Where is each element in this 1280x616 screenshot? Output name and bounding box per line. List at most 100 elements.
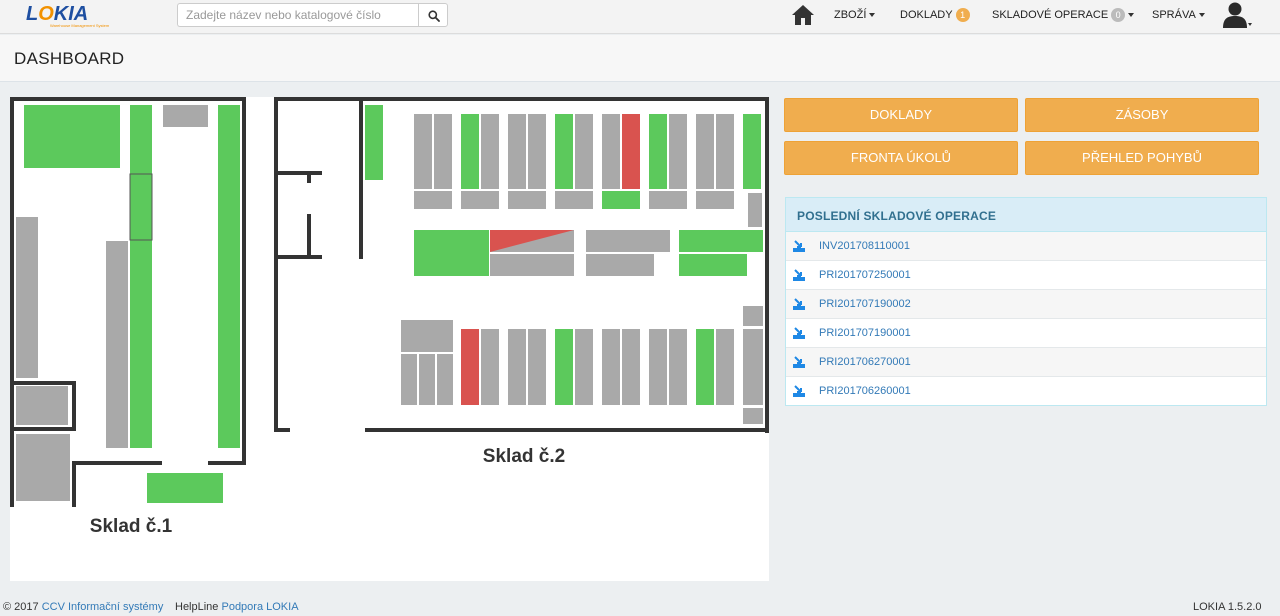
rack[interactable] (16, 386, 68, 425)
rack[interactable] (743, 329, 763, 405)
operation-link[interactable]: PRI201706260001 (819, 385, 911, 397)
rack[interactable] (414, 230, 489, 276)
rack[interactable] (461, 191, 499, 209)
operation-row[interactable]: INV201708110001 (786, 232, 1266, 261)
warehouse-map: Sklad č.1 (10, 97, 769, 581)
rack[interactable] (508, 329, 526, 405)
rack[interactable] (481, 114, 499, 189)
logo-text: LOKIA (26, 3, 89, 25)
warehouse-1-walls (10, 97, 246, 507)
rack[interactable] (106, 241, 128, 448)
rack[interactable] (461, 114, 479, 189)
rack[interactable] (437, 354, 453, 405)
rack[interactable] (669, 114, 687, 189)
operation-link[interactable]: PRI201707190002 (819, 298, 911, 310)
home-icon[interactable] (791, 4, 815, 26)
fronta-ukolu-button[interactable]: FRONTA ÚKOLŮ (784, 141, 1018, 175)
operation-link[interactable]: INV201708110001 (819, 240, 910, 252)
operation-row[interactable]: PRI201707190002 (786, 290, 1266, 319)
helpline-label: HelpLine (175, 601, 219, 613)
rack[interactable] (555, 191, 593, 209)
rack[interactable] (602, 329, 620, 405)
rack[interactable] (16, 434, 70, 501)
rack[interactable] (414, 191, 452, 209)
rack[interactable] (434, 114, 452, 189)
operation-row[interactable]: PRI201706260001 (786, 377, 1266, 406)
rack-critical[interactable] (490, 230, 574, 252)
rack[interactable] (16, 217, 38, 378)
recent-operations-panel: POSLEDNÍ SKLADOVÉ OPERACE INV20170811000… (785, 197, 1267, 406)
rack[interactable] (586, 254, 654, 276)
rack[interactable] (129, 173, 153, 241)
panel-heading: POSLEDNÍ SKLADOVÉ OPERACE (786, 198, 1266, 232)
rack[interactable] (461, 329, 479, 405)
rack[interactable] (716, 114, 734, 189)
rack[interactable] (508, 114, 526, 189)
nav-sprava-label: SPRÁVA (1152, 9, 1196, 21)
support-link[interactable]: Podpora LOKIA (221, 601, 299, 613)
rack[interactable] (679, 254, 747, 276)
rack[interactable] (649, 191, 687, 209)
lokia-logo[interactable]: LOKIA Warehouse Management System (24, 3, 109, 31)
rack[interactable] (147, 473, 223, 503)
zasoby-button[interactable]: ZÁSOBY (1025, 98, 1259, 132)
rack[interactable] (743, 408, 763, 424)
operation-row[interactable]: PRI201707190001 (786, 319, 1266, 348)
rack[interactable] (528, 329, 546, 405)
search-input[interactable] (177, 3, 418, 27)
rack[interactable] (490, 254, 574, 276)
rack[interactable] (602, 191, 640, 209)
prehled-pohybu-button[interactable]: PŘEHLED POHYBŮ (1025, 141, 1259, 175)
rack[interactable] (481, 329, 499, 405)
rack[interactable] (602, 114, 620, 189)
rack[interactable] (649, 329, 667, 405)
rack[interactable] (748, 193, 762, 227)
nav-sprava[interactable]: SPRÁVA (1152, 0, 1205, 30)
rack[interactable] (401, 320, 453, 352)
company-link[interactable]: CCV Informační systémy (41, 601, 164, 613)
rack[interactable] (743, 114, 761, 189)
rack[interactable] (575, 114, 593, 189)
search-button[interactable] (418, 3, 448, 27)
user-avatar-icon[interactable] (1222, 1, 1252, 29)
operation-row[interactable]: PRI201707250001 (786, 261, 1266, 290)
rack[interactable] (649, 114, 667, 189)
rack[interactable] (528, 114, 546, 189)
rack[interactable] (163, 105, 208, 127)
rack[interactable] (716, 329, 734, 405)
warehouse-operation-icon (793, 356, 805, 368)
rack[interactable] (696, 329, 714, 405)
rack[interactable] (575, 329, 593, 405)
warehouse-1-label: Sklad č.1 (90, 516, 173, 537)
operation-link[interactable]: PRI201707250001 (819, 269, 911, 281)
rack[interactable] (696, 114, 714, 189)
operace-count-badge: 0 (1111, 8, 1126, 23)
warehouse-map-svg: Sklad č.1 (10, 97, 769, 537)
rack[interactable] (365, 105, 383, 180)
warehouse-operation-icon (793, 240, 805, 252)
rack[interactable] (622, 329, 640, 405)
rack[interactable] (679, 230, 763, 252)
rack[interactable] (555, 114, 573, 189)
operation-row[interactable]: PRI201706270001 (786, 348, 1266, 377)
rack[interactable] (414, 114, 432, 189)
rack[interactable] (130, 105, 152, 448)
rack[interactable] (419, 354, 435, 405)
rack[interactable] (743, 306, 763, 326)
rack[interactable] (586, 230, 670, 252)
rack[interactable] (24, 105, 120, 168)
operation-link[interactable]: PRI201707190001 (819, 327, 911, 339)
rack[interactable] (508, 191, 546, 209)
rack[interactable] (622, 114, 640, 189)
operation-link[interactable]: PRI201706270001 (819, 356, 911, 368)
nav-zbozi[interactable]: ZBOŽÍ (834, 0, 876, 30)
rack[interactable] (555, 329, 573, 405)
rack[interactable] (669, 329, 687, 405)
rack[interactable] (401, 354, 417, 405)
rack[interactable] (218, 105, 240, 448)
rack[interactable] (696, 191, 734, 209)
doklady-button[interactable]: DOKLADY (784, 98, 1018, 132)
page-title: DASHBOARD (14, 49, 125, 68)
